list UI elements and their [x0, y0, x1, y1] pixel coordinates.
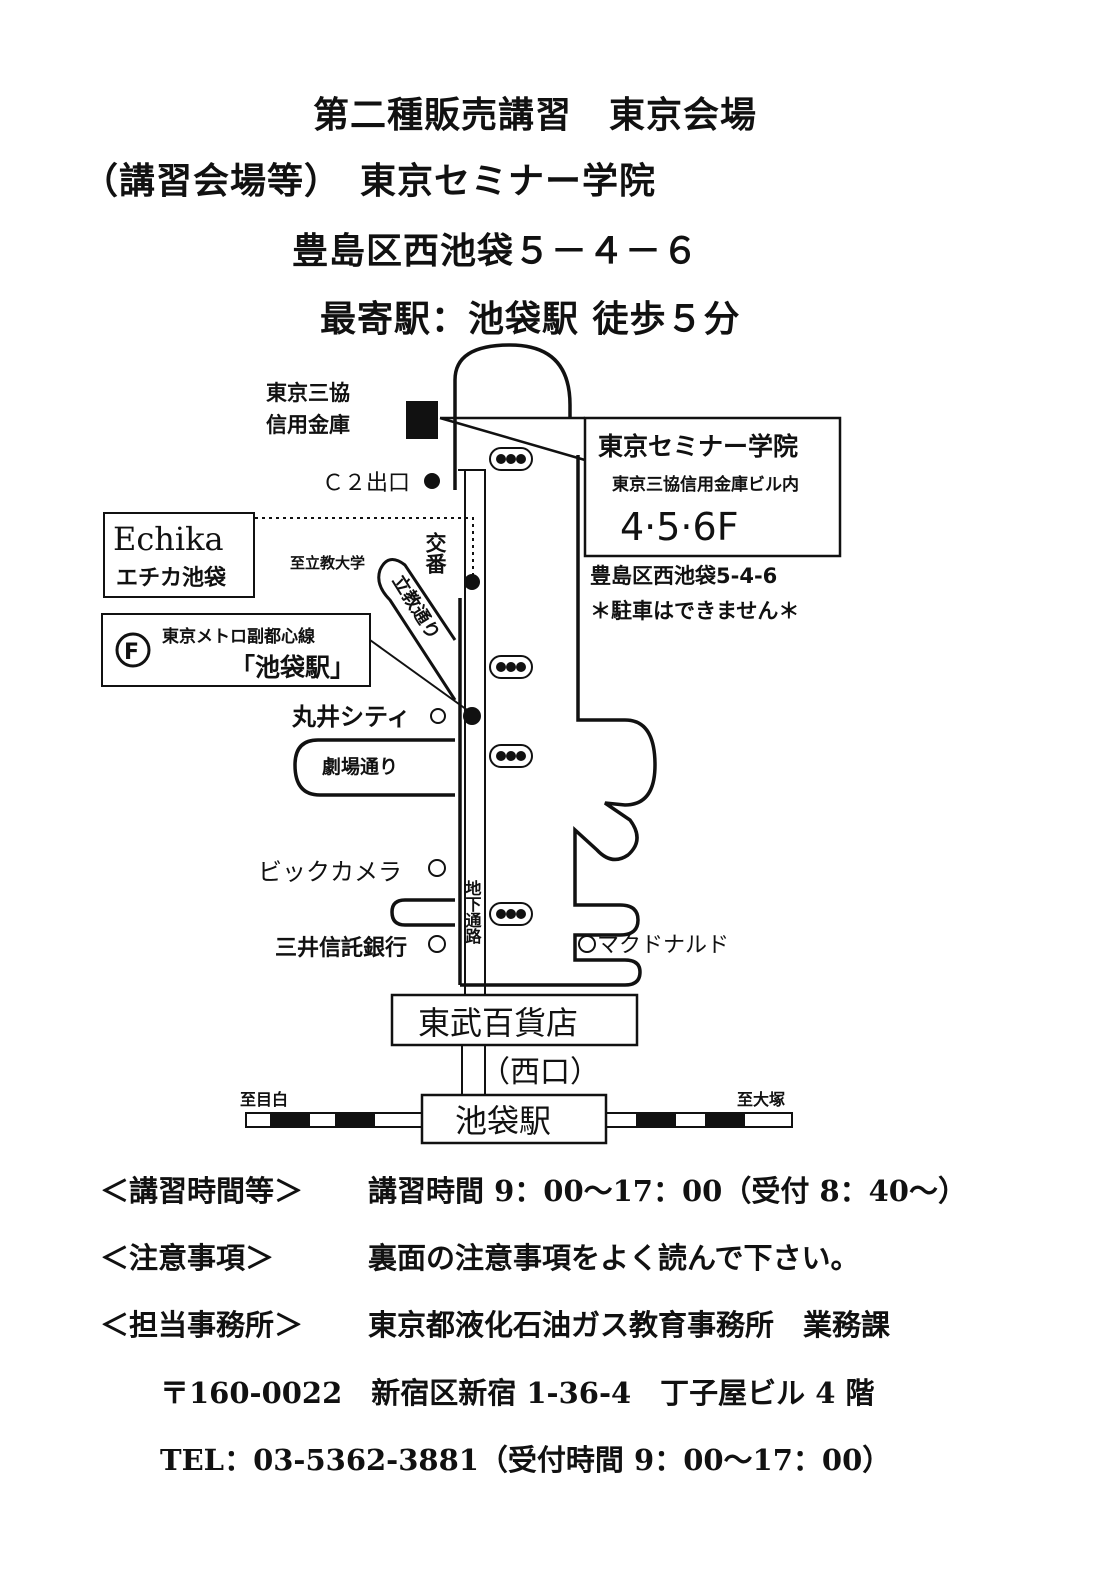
main-road [453, 343, 657, 987]
page-title: 第二種販売講習 東京会場 [313, 94, 758, 136]
gekijo-label: 劇場通り [322, 756, 398, 778]
koban-label: 交番 [423, 531, 448, 575]
metro-line: 東京メトロ副都心線 [162, 626, 315, 647]
bank-label-1: 東京三協 [266, 381, 350, 405]
station-label: 池袋駅 [455, 1102, 551, 1140]
exit-c2-label: Ｃ２出口 [322, 471, 410, 496]
info-value-office: 東京都液化石油ガス教育事務所 業務課 [368, 1308, 891, 1342]
info-label-notes: ＜注意事項＞ [100, 1241, 275, 1275]
koban-marker [464, 574, 480, 590]
tobu-box [390, 993, 639, 1047]
underground-passage [458, 469, 486, 995]
bic-label: ビックカメラ [258, 858, 402, 886]
marui-label: 丸井シティ [291, 703, 411, 731]
telephone: TEL：03-5362-3881（受付時間 9：00～17：00） [160, 1443, 892, 1477]
mcd-label: マクドナルド [597, 933, 729, 958]
rikkyo-street [377, 558, 457, 701]
rail-line [245, 1112, 793, 1128]
to-mejiro-label: 至目白 [240, 1090, 288, 1109]
to-rikkyo-label: 至立教大学 [290, 554, 365, 572]
seminar-name: 東京セミナー学院 [598, 432, 798, 461]
bank-label-2: 信用金庫 [266, 413, 350, 437]
postal-address: 〒160-0022 新宿区新宿 1-36-4 丁子屋ビル 4 階 [160, 1376, 875, 1410]
echika-box [103, 512, 255, 598]
mitsui-label: 三井信託銀行 [275, 935, 407, 961]
info-value-notes: 裏面の注意事項をよく読んで下さい。 [368, 1241, 860, 1275]
info-label-time: ＜講習時間等＞ [100, 1174, 304, 1208]
seminar-building: 東京三協信用金庫ビル内 [612, 474, 799, 495]
seminar-floors: 4·5·6F [620, 505, 739, 549]
seminar-box [583, 416, 842, 558]
venue-line: （講習会場等） 東京セミナー学院 [82, 160, 657, 202]
traffic-signals [489, 447, 533, 926]
tobu-label: 東武百貨店 [418, 1004, 578, 1042]
access-map: 東京三協 信用金庫 東京セミナー学院 東京三協信用金庫ビル内 4·5·6F 豊島… [101, 343, 842, 1145]
info-value-time: 講習時間 9：00～17：00（受付 8：40～） [368, 1174, 967, 1208]
info-label-office: ＜担当事務所＞ [100, 1308, 304, 1342]
parking-note: ＊駐車はできません＊ [590, 599, 799, 623]
to-otsuka-label: 至大塚 [737, 1090, 785, 1109]
metro-badge: F [124, 640, 139, 665]
metro-station: 「池袋駅」 [230, 653, 355, 682]
underground-label: 地下通路 [463, 879, 482, 945]
address-line: 豊島区西池袋５－４－６ [292, 230, 700, 272]
metro-entrance-marker [463, 707, 481, 725]
echika-name: Echika [113, 520, 224, 558]
west-exit-label: （西口） [480, 1055, 600, 1090]
echika-sub: エチカ池袋 [116, 565, 227, 591]
gekijo-street [293, 738, 455, 797]
nearest-station-line: 最寄駅：池袋駅 徒歩５分 [320, 298, 741, 340]
map-address: 豊島区西池袋5-4-6 [590, 564, 777, 588]
station-box [420, 1093, 608, 1145]
exit-c2-marker [424, 473, 440, 489]
bank-marker [406, 401, 438, 439]
